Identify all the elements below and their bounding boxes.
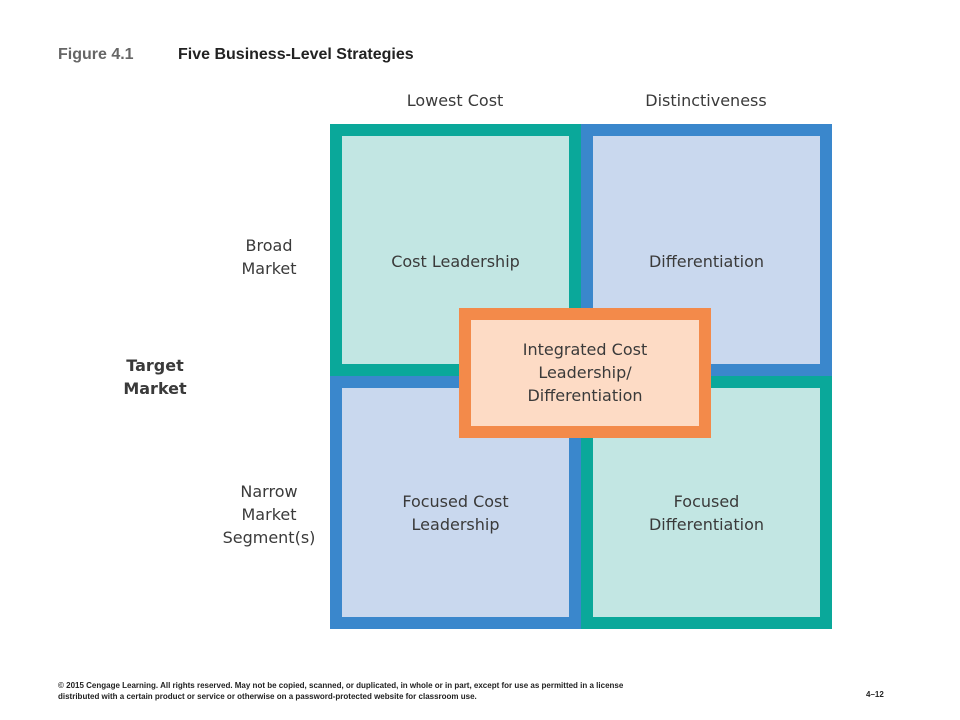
- row-header-broad-market: Broad Market: [241, 236, 297, 278]
- copyright-notice: © 2015 Cengage Learning. All rights rese…: [58, 681, 624, 701]
- integrated-strategy-box: Integrated Cost Leadership/ Differentiat…: [459, 308, 711, 438]
- row-header-narrow-market: Narrow Market Segment(s): [222, 482, 316, 547]
- figure-title: Five Business-Level Strategies: [178, 46, 414, 63]
- target-market-label: Target Market: [123, 356, 187, 398]
- page-number: 4–12: [866, 690, 884, 699]
- column-header-lowest-cost: Lowest Cost: [406, 91, 504, 110]
- quadrant-label: Focused Differentiation: [648, 492, 764, 534]
- column-header-distinctiveness: Distinctiveness: [645, 91, 767, 110]
- quadrant-label: Focused Cost Leadership: [402, 492, 509, 534]
- quadrant-label: Differentiation: [648, 252, 764, 271]
- integrated-strategy-label: Integrated Cost Leadership/ Differentiat…: [522, 340, 648, 405]
- figure-number: Figure 4.1: [58, 46, 134, 63]
- quadrant-cost-leadership: Cost Leadership: [330, 124, 581, 376]
- quadrant-label: Cost Leadership: [391, 252, 520, 271]
